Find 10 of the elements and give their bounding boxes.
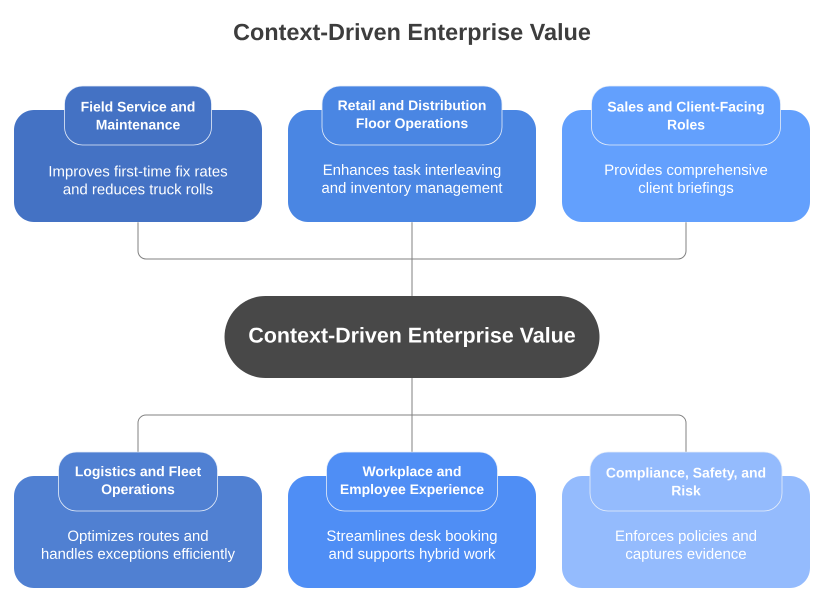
- title: Context-Driven Enterprise Value: [234, 23, 590, 45]
- heading-tab: Compliance, Safety, and Risk: [590, 452, 782, 512]
- heading-tab: Sales and Client-Facing Roles: [591, 86, 781, 146]
- heading-tab: Workplace and Employee Experience: [326, 452, 498, 512]
- heading-tab: Field Service and Maintenance: [64, 86, 212, 146]
- connector-line: [412, 378, 686, 452]
- heading-tab: Logistics and Fleet Operations: [58, 452, 218, 512]
- heading-tab: Retail and Distribution Floor Operations: [322, 86, 502, 146]
- central-pill: Context-Driven Enterprise Value: [224, 296, 600, 378]
- connector-line: [412, 222, 686, 296]
